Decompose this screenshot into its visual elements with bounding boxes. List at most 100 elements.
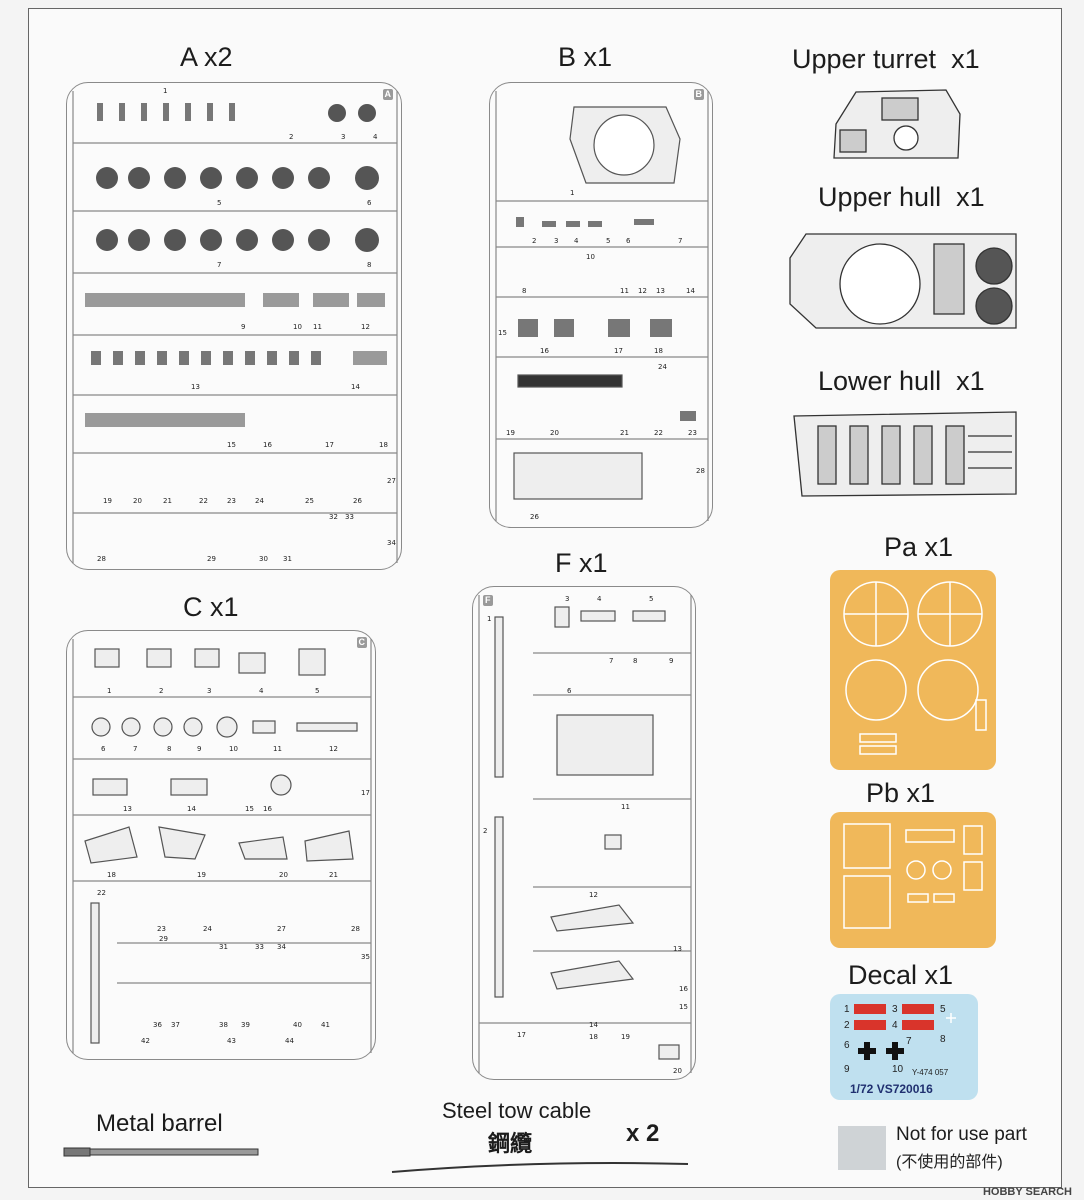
svg-text:36: 36 bbox=[153, 1021, 162, 1029]
svg-text:6: 6 bbox=[367, 199, 372, 207]
svg-text:17: 17 bbox=[614, 347, 623, 355]
svg-text:13: 13 bbox=[673, 945, 682, 953]
svg-text:7: 7 bbox=[678, 237, 682, 245]
not-for-use-swatch bbox=[838, 1126, 886, 1170]
svg-text:21: 21 bbox=[329, 871, 338, 879]
svg-text:31: 31 bbox=[219, 943, 228, 951]
svg-text:20: 20 bbox=[133, 497, 142, 505]
sprue-a-letter: A bbox=[382, 89, 393, 100]
svg-text:28: 28 bbox=[97, 555, 106, 563]
svg-text:32: 32 bbox=[329, 513, 338, 521]
svg-text:38: 38 bbox=[219, 1021, 228, 1029]
svg-text:4: 4 bbox=[259, 687, 264, 695]
svg-text:23: 23 bbox=[688, 429, 697, 437]
svg-text:22: 22 bbox=[97, 889, 106, 897]
svg-text:7: 7 bbox=[133, 745, 137, 753]
lower-hull-drawing bbox=[793, 411, 1017, 497]
svg-text:1: 1 bbox=[570, 189, 574, 197]
decal-number: 4 bbox=[892, 1020, 898, 1031]
svg-text:22: 22 bbox=[654, 429, 663, 437]
svg-text:34: 34 bbox=[277, 943, 286, 951]
svg-text:18: 18 bbox=[654, 347, 663, 355]
not-for-use-cjk: (不使用的部件) bbox=[896, 1154, 1003, 1171]
svg-text:24: 24 bbox=[203, 925, 212, 933]
svg-text:1: 1 bbox=[107, 687, 111, 695]
svg-text:16: 16 bbox=[540, 347, 549, 355]
svg-text:13: 13 bbox=[123, 805, 132, 813]
svg-text:24: 24 bbox=[658, 363, 667, 371]
svg-text:19: 19 bbox=[621, 1033, 630, 1041]
svg-text:14: 14 bbox=[187, 805, 196, 813]
photo-etch-pa bbox=[830, 570, 996, 770]
svg-text:1: 1 bbox=[163, 87, 167, 95]
svg-text:3: 3 bbox=[554, 237, 558, 245]
svg-text:20: 20 bbox=[673, 1067, 682, 1075]
photo-etch-pa-parts bbox=[843, 581, 987, 755]
photo-etch-pb-title: Pb x1 bbox=[866, 778, 936, 808]
decal-number: 2 bbox=[844, 1020, 850, 1031]
decal-number: 6 bbox=[844, 1040, 850, 1051]
svg-text:15: 15 bbox=[679, 1003, 688, 1011]
svg-text:26: 26 bbox=[530, 513, 539, 521]
metal-barrel-title: Metal barrel bbox=[96, 1110, 223, 1137]
svg-text:16: 16 bbox=[263, 441, 272, 449]
svg-text:12: 12 bbox=[329, 745, 338, 753]
svg-text:19: 19 bbox=[197, 871, 206, 879]
svg-text:13: 13 bbox=[191, 383, 200, 391]
not-for-use-label: Not for use part bbox=[896, 1124, 1027, 1145]
photo-etch-pa-title: Pa x1 bbox=[884, 532, 954, 562]
svg-text:27: 27 bbox=[387, 477, 396, 485]
svg-text:15: 15 bbox=[245, 805, 254, 813]
decal-number: 10 bbox=[892, 1064, 904, 1075]
upper-turret-drawing bbox=[833, 89, 961, 159]
svg-text:10: 10 bbox=[586, 253, 595, 261]
svg-text:29: 29 bbox=[207, 555, 216, 563]
svg-text:1: 1 bbox=[487, 615, 491, 623]
svg-text:13: 13 bbox=[656, 287, 665, 295]
steel-tow-cable-qty: x 2 bbox=[626, 1120, 660, 1147]
photo-etch-pb bbox=[830, 812, 996, 948]
svg-text:35: 35 bbox=[361, 953, 370, 961]
svg-text:2: 2 bbox=[289, 133, 293, 141]
svg-text:7: 7 bbox=[609, 657, 613, 665]
svg-text:17: 17 bbox=[361, 789, 370, 797]
svg-text:27: 27 bbox=[277, 925, 286, 933]
svg-text:2: 2 bbox=[532, 237, 536, 245]
svg-text:18: 18 bbox=[107, 871, 116, 879]
svg-text:3: 3 bbox=[341, 133, 345, 141]
upper-hull-title: Upper hull x1 bbox=[818, 182, 985, 212]
upper-hull-drawing bbox=[789, 233, 1017, 329]
svg-text:3: 3 bbox=[207, 687, 211, 695]
svg-text:34: 34 bbox=[387, 539, 396, 547]
decal-number: 9 bbox=[844, 1064, 850, 1075]
svg-text:18: 18 bbox=[589, 1033, 598, 1041]
svg-text:26: 26 bbox=[353, 497, 362, 505]
svg-text:41: 41 bbox=[321, 1021, 330, 1029]
svg-text:14: 14 bbox=[589, 1021, 598, 1029]
svg-text:8: 8 bbox=[167, 745, 171, 753]
svg-text:33: 33 bbox=[255, 943, 264, 951]
svg-text:19: 19 bbox=[506, 429, 515, 437]
svg-text:44: 44 bbox=[285, 1037, 294, 1045]
svg-text:18: 18 bbox=[379, 441, 388, 449]
svg-text:4: 4 bbox=[373, 133, 378, 141]
sprue-c-title: C x1 bbox=[183, 592, 239, 622]
svg-text:28: 28 bbox=[351, 925, 360, 933]
svg-text:23: 23 bbox=[157, 925, 166, 933]
svg-text:17: 17 bbox=[517, 1031, 526, 1039]
svg-text:11: 11 bbox=[620, 287, 629, 295]
svg-text:39: 39 bbox=[241, 1021, 250, 1029]
svg-text:11: 11 bbox=[621, 803, 630, 811]
svg-text:23: 23 bbox=[227, 497, 236, 505]
svg-text:5: 5 bbox=[315, 687, 319, 695]
decal-markings bbox=[854, 1004, 956, 1060]
svg-text:29: 29 bbox=[159, 935, 168, 943]
svg-text:33: 33 bbox=[345, 513, 354, 521]
svg-text:40: 40 bbox=[293, 1021, 302, 1029]
svg-text:10: 10 bbox=[293, 323, 302, 331]
